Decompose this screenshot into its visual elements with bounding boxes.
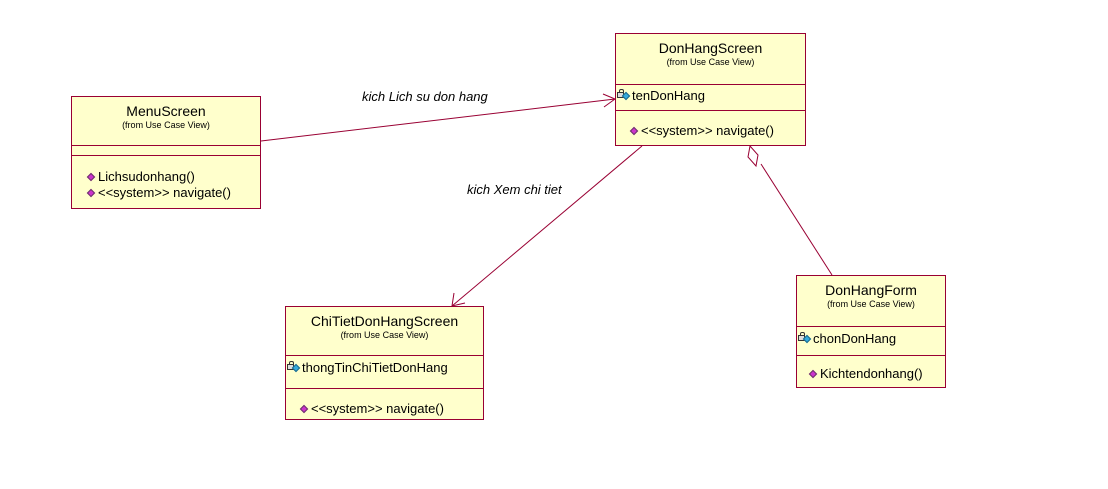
operation-label: <<system>> navigate() [311, 401, 444, 416]
operation-icon [299, 404, 309, 414]
class-package: (from Use Case View) [340, 330, 429, 340]
class-donhangscreen[interactable]: DonHangScreen (from Use Case View) tenDo… [615, 33, 806, 146]
operation-icon [808, 369, 818, 379]
class-name: ChiTietDonHangScreen [310, 313, 459, 329]
operation-icon [86, 172, 96, 182]
operations-compartment: <<system>> navigate() [286, 388, 483, 417]
class-header: DonHangForm (from Use Case View) [797, 276, 945, 326]
attribute-label: thongTinChiTietDonHang [302, 360, 448, 375]
attributes-compartment: chonDonHang [797, 326, 945, 355]
private-attribute-icon [617, 89, 631, 102]
class-name: DonHangForm [825, 282, 917, 298]
class-donhangform[interactable]: DonHangForm (from Use Case View) chonDon… [796, 275, 946, 388]
class-chitietdonhangscreen[interactable]: ChiTietDonHangScreen (from Use Case View… [285, 306, 484, 420]
operations-compartment: Lichsudonhang() <<system>> navigate() [72, 155, 260, 201]
aggregation-form-to-screen [760, 163, 833, 276]
attribute-label: chonDonHang [813, 331, 897, 346]
attribute-label: tenDonHang [632, 88, 705, 103]
operations-compartment: <<system>> navigate() [616, 110, 805, 139]
class-package: (from Use Case View) [666, 57, 755, 67]
class-name: MenuScreen [126, 103, 206, 119]
private-attribute-icon [287, 361, 301, 374]
operations-compartment: Kichtendonhang() [797, 355, 945, 382]
class-header: MenuScreen (from Use Case View) [72, 97, 260, 145]
class-name: DonHangScreen [658, 40, 763, 56]
private-attribute-icon [798, 332, 812, 345]
operation-row[interactable]: Lichsudonhang() [72, 169, 260, 185]
class-header: ChiTietDonHangScreen (from Use Case View… [286, 307, 483, 355]
class-package: (from Use Case View) [122, 120, 210, 130]
operation-label: <<system>> navigate() [98, 185, 231, 200]
operation-icon [629, 126, 639, 136]
class-package: (from Use Case View) [827, 299, 915, 309]
operation-row[interactable]: <<system>> navigate() [616, 123, 805, 139]
attributes-compartment [72, 145, 260, 155]
attribute-row[interactable]: chonDonHang [797, 331, 945, 347]
edge-label-menu-to-screen: kich Lich su don hang [362, 89, 488, 104]
attribute-row[interactable]: thongTinChiTietDonHang [286, 360, 483, 376]
attributes-compartment: tenDonHang [616, 84, 805, 110]
aggregation-diamond [747, 144, 759, 168]
operation-label: <<system>> navigate() [641, 123, 774, 138]
attributes-compartment: thongTinChiTietDonHang [286, 355, 483, 388]
operation-row[interactable]: Kichtendonhang() [797, 366, 945, 382]
operation-row[interactable]: <<system>> navigate() [72, 185, 260, 201]
class-header: DonHangScreen (from Use Case View) [616, 34, 805, 84]
operation-label: Kichtendonhang() [820, 366, 923, 381]
association-menu-to-donhangscreen [260, 98, 616, 142]
operation-icon [86, 188, 96, 198]
attribute-row[interactable]: tenDonHang [616, 88, 805, 104]
edge-label-screen-to-chitiet: kich Xem chi tiet [467, 182, 562, 197]
class-menuscreen[interactable]: MenuScreen (from Use Case View) Lichsudo… [71, 96, 261, 209]
operation-row[interactable]: <<system>> navigate() [286, 401, 483, 417]
operation-label: Lichsudonhang() [98, 169, 195, 184]
association-donhangscreen-to-chitiet [451, 145, 643, 307]
